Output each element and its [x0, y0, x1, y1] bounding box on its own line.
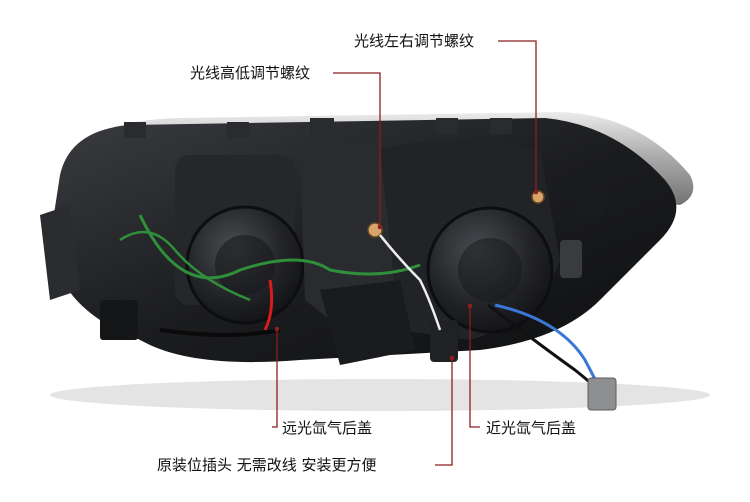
low-beam-cover-label: 近光氙气后盖 [486, 419, 577, 437]
white-wire [379, 234, 442, 331]
height-adjust-label: 光线高低调节螺纹 [190, 64, 311, 82]
right-plug [560, 240, 582, 278]
green-wire [119, 230, 251, 302]
plug-connector [320, 280, 415, 365]
leader-dots [274, 189, 539, 361]
plug-connector [430, 320, 458, 362]
green-wire [138, 214, 421, 280]
mount-tab [227, 122, 249, 138]
lateral-adjust-label: 光线左右调节螺纹 [354, 32, 475, 50]
leader-lines [272, 40, 537, 466]
mount-tab [436, 118, 458, 134]
side-connector [575, 185, 605, 215]
mount-tab [124, 122, 146, 138]
high-beam-cover-center [215, 235, 275, 295]
plug-note-label: 原装位插头 无需改线 安装更方便 [157, 456, 377, 474]
black-wire [159, 328, 281, 337]
mount-tab [310, 118, 334, 136]
mount-tab [490, 118, 512, 134]
low-beam-cover-center [458, 238, 522, 302]
ground-shadow [50, 379, 710, 411]
bulb-plug [587, 377, 617, 411]
red-wire [263, 279, 274, 331]
high-beam-cover-label: 远光氙气后盖 [282, 419, 373, 437]
connector-block [100, 300, 138, 340]
left-bracket [40, 205, 80, 300]
